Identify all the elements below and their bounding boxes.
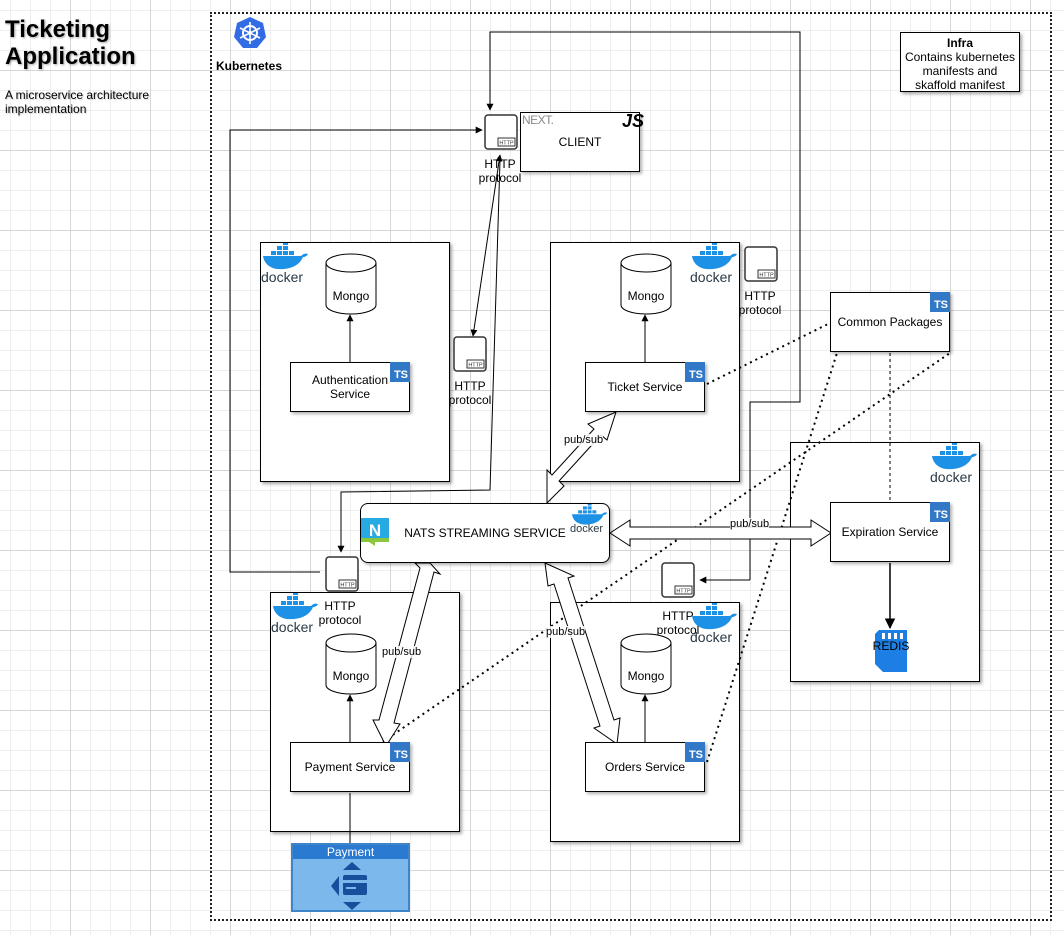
http-label-orders: HTTP protocol (656, 609, 700, 637)
payment-container[interactable] (270, 592, 460, 832)
nats-label: NATS STREAMING SERVICE (404, 526, 566, 540)
redis-icon[interactable] (873, 630, 911, 672)
auth-service-label: Authentication Service (311, 373, 389, 401)
ts-badge-icon: TS (685, 742, 705, 762)
mongo-db-orders[interactable]: Mongo (620, 633, 672, 695)
kubernetes-cluster-boundary[interactable] (210, 12, 1052, 921)
docker-icon-nats: docker (570, 504, 610, 535)
payment-service-label: Payment Service (304, 760, 396, 774)
docker-icon-ticket: docker (690, 243, 740, 285)
common-packages-label: Common Packages (837, 315, 943, 329)
payment-card-icon (329, 862, 375, 910)
ts-badge-icon: TS (930, 502, 950, 522)
ticket-service-label: Ticket Service (607, 380, 683, 394)
http-icon-ticket (744, 246, 778, 282)
http-icon-client (484, 114, 518, 150)
docker-icon-orders: docker (690, 603, 740, 645)
pubsub-label-expiration: pub/sub (730, 518, 770, 530)
page-title: Ticketing Application (5, 16, 136, 70)
kubernetes-label: Kubernetes (216, 59, 283, 73)
http-icon-payment (325, 556, 359, 592)
infra-description: Contains kubernetes manifests and skaffo… (904, 50, 1016, 92)
edge-client-to-payment-http (337, 159, 501, 553)
mongo-label: Mongo (627, 289, 665, 303)
infra-title: Infra (946, 36, 973, 50)
mongo-label: Mongo (332, 669, 370, 683)
payment-gateway-label: Payment (293, 845, 408, 859)
mongo-db-auth[interactable]: Mongo (325, 253, 377, 315)
mongo-label: Mongo (627, 669, 665, 683)
payment-gateway-node[interactable]: Payment (291, 843, 410, 912)
ts-badge-icon: TS (930, 292, 950, 312)
http-label-client: HTTP protocol (478, 157, 522, 185)
nextjs-icon: NEXT. (522, 113, 554, 127)
pubsub-arrow-ticket (546, 411, 617, 505)
docker-icon-auth: docker (261, 243, 311, 285)
nats-logo-icon: N (361, 518, 389, 546)
orders-service-node[interactable]: Orders Service (585, 742, 705, 792)
client-node[interactable]: CLIENT (520, 112, 640, 172)
edge-common-orders (706, 352, 838, 763)
ts-badge-icon: TS (685, 362, 705, 382)
http-label-auth: HTTP protocol (448, 379, 492, 407)
docker-icon-payment: docker (271, 593, 321, 635)
ts-badge-icon: TS (390, 742, 410, 762)
expiration-service-label: Expiration Service (841, 525, 939, 539)
pubsub-label-payment: pub/sub (382, 646, 422, 658)
nats-streaming-node[interactable]: NATS STREAMING SERVICE (360, 503, 610, 563)
page-subtitle: A microservice architecture implementati… (5, 88, 150, 116)
mongo-label: Mongo (332, 289, 370, 303)
edge-common-ticket (706, 322, 831, 385)
http-icon-auth (453, 336, 487, 372)
edge-left-loop (229, 126, 483, 573)
edge-common-payment (377, 352, 951, 746)
mongo-db-payment[interactable]: Mongo (325, 633, 377, 695)
orders-service-label: Orders Service (604, 760, 686, 774)
mongo-db-ticket[interactable]: Mongo (620, 253, 672, 315)
redis-label: REDIS (872, 639, 910, 653)
auth-service-node[interactable]: Authentication Service (290, 362, 410, 412)
http-label-payment: HTTP protocol (318, 599, 362, 627)
js-badge-icon: JS (622, 111, 645, 131)
pubsub-label-ticket: pub/sub (564, 434, 604, 446)
svg-text:N: N (369, 521, 381, 540)
pubsub-label-orders: pub/sub (546, 626, 586, 638)
http-icon-orders (661, 562, 695, 598)
edge-client-to-auth-http (470, 154, 503, 337)
kubernetes-icon (233, 16, 267, 50)
pubsub-arrow-orders (544, 562, 621, 745)
ts-badge-icon: TS (390, 362, 410, 382)
infra-note[interactable]: Infra Contains kubernetes manifests and … (900, 32, 1020, 92)
pubsub-arrow-expiration (609, 519, 832, 547)
docker-icon-expiration: docker (930, 443, 980, 485)
client-label: CLIENT (558, 135, 602, 149)
http-label-ticket: HTTP protocol (738, 289, 782, 317)
edge-loop-to-client (486, 31, 801, 580)
